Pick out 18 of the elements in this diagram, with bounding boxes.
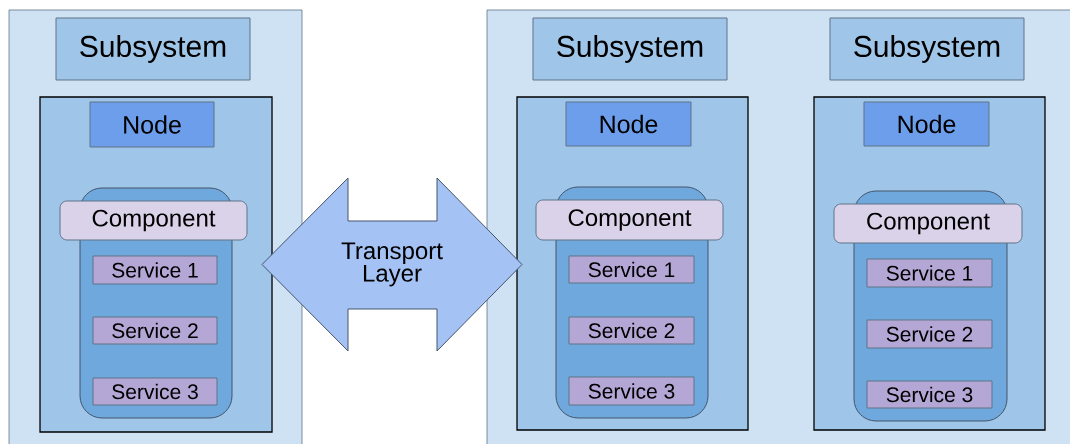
service-box: Service 2 <box>866 319 993 349</box>
service-box: Service 1 <box>866 258 993 288</box>
service-box: Service 3 <box>866 380 993 409</box>
service-box: Service 1 <box>568 255 695 284</box>
label-box: Node <box>565 101 692 147</box>
service-box: Service 2 <box>92 316 218 345</box>
component-box: Component <box>535 199 724 241</box>
component-box: Component <box>59 200 248 241</box>
service-box: Service 3 <box>92 377 218 406</box>
heading-box: Subsystem <box>532 17 728 81</box>
service-box: Service 1 <box>92 255 218 285</box>
service-box: Service 3 <box>568 376 695 406</box>
service-box: Service 2 <box>568 316 695 345</box>
heading-box: Subsystem <box>55 17 251 81</box>
component-box: Component <box>833 203 1023 244</box>
label-box: Node <box>863 101 990 147</box>
heading-box: Subsystem <box>829 17 1025 81</box>
label-box: Node <box>89 101 215 148</box>
